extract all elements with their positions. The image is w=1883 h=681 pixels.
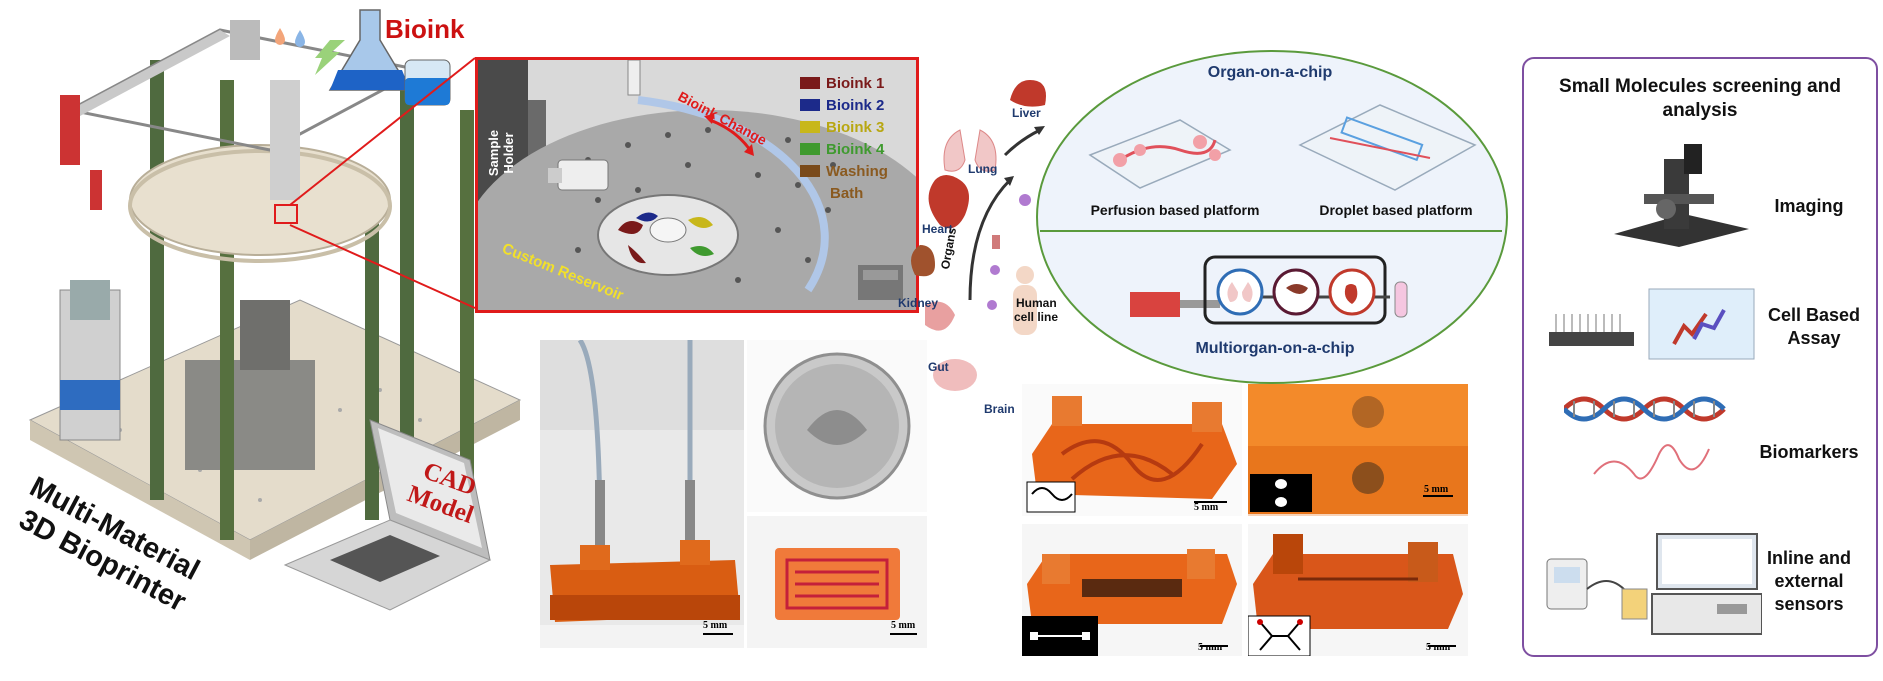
organ-label-brain: Brain	[984, 402, 1015, 416]
multiorgan-illustration	[1130, 255, 1408, 325]
legend-label: Bioink 4	[826, 140, 885, 158]
photo-chip-top-view: 5 mm	[747, 516, 927, 648]
chip-tubes-illustration	[540, 340, 744, 648]
chip-top-view-illustration	[775, 548, 917, 635]
photo-coin	[747, 340, 927, 512]
sample-holder-line2: Holder	[501, 132, 516, 174]
reservoir-zoom-panel: Sample Holder Bioink Change Custom Reser…	[475, 57, 919, 313]
bioprinter-illustration	[28, 9, 522, 611]
sample-holder-line1: Sample	[486, 129, 501, 177]
biomarkers-label: Biomarkers	[1759, 442, 1859, 462]
photo-chip-with-tubes: 5 mm	[540, 340, 744, 648]
scale-bar-label: 5 mm	[891, 620, 916, 631]
photo-serpentine-chip: 5 mm	[1022, 384, 1242, 516]
legend-swatch	[800, 77, 820, 89]
legend-label: Washing	[826, 162, 888, 180]
cell-assay-icon	[1549, 288, 1755, 360]
cell-assay-line1: Cell Based	[1767, 305, 1861, 325]
sample-holder-label: Sample Holder	[486, 128, 516, 178]
organ-label-liver: Liver	[1012, 106, 1041, 120]
organ-label-kidney: Kidney	[898, 296, 939, 310]
x-chip-illustration	[1248, 534, 1463, 656]
sensors-line1: Inline and	[1766, 548, 1851, 568]
platform-illustrations	[1088, 104, 1477, 191]
sensors-label: Inline and external sensors	[1749, 547, 1869, 616]
cell-assay-label: Cell Based Assay	[1759, 304, 1869, 350]
microscope-icon	[1614, 144, 1749, 247]
human-cell-line-line1: Human	[1016, 296, 1057, 310]
sensors-line3: sensors	[1774, 594, 1844, 614]
multiorgan-title: Multiorgan-on-a-chip	[1195, 340, 1355, 357]
scale-bar-label: 5 mm	[1424, 484, 1449, 495]
photo-channel-chip: 5 mm	[1022, 524, 1242, 656]
droplet-chip-illustration	[1248, 384, 1468, 514]
scale-bar-label: 5 mm	[703, 620, 728, 631]
legend-swatch	[800, 121, 820, 133]
cell-assay-line2: Assay	[1787, 328, 1841, 348]
scale-bar-label: 5 mm	[1194, 502, 1219, 513]
legend-item-bioink-3: Bioink 3	[800, 116, 915, 138]
screening-panel-title: Small Molecules screening and analysis	[1524, 75, 1876, 123]
organs-illustration	[911, 80, 1046, 391]
bioink-legend: Bioink 1 Bioink 2 Bioink 3 Bioink 4 Wash…	[800, 72, 915, 204]
legend-item-bioink-4: Bioink 4	[800, 138, 915, 160]
organ-on-chip-divider	[1040, 230, 1502, 232]
imaging-label: Imaging	[1774, 196, 1844, 216]
scale-bar-label: 5 mm	[1426, 642, 1451, 653]
screening-panel: Small Molecules screening and analysis I…	[1522, 57, 1878, 657]
legend-swatch	[800, 143, 820, 155]
channel-chip-illustration	[1022, 549, 1237, 656]
legend-label: Bioink 3	[826, 118, 885, 136]
reservoir-illustration	[478, 60, 916, 310]
screening-panel-title-line2: analysis	[1662, 100, 1738, 121]
scale-bar-label: 5 mm	[1198, 642, 1223, 653]
bioink-label: Bioink	[385, 14, 465, 44]
human-cell-line-line2: cell line	[1014, 310, 1059, 324]
organ-label-lung: Lung	[968, 162, 998, 176]
photo-droplet-chip: 5 mm	[1248, 384, 1468, 516]
legend-label: Bioink 1	[826, 74, 885, 92]
legend-item-bioink-2: Bioink 2	[800, 94, 915, 116]
legend-swatch	[800, 99, 820, 111]
legend-swatch	[800, 165, 820, 177]
legend-item-bath: Bath	[800, 182, 915, 204]
dna-biomarker-icon	[1564, 396, 1726, 480]
perfusion-platform-label: Perfusion based platform	[1090, 202, 1260, 218]
coin-illustration	[763, 352, 911, 500]
organ-label-gut: Gut	[928, 360, 949, 374]
legend-item-washing: Washing	[800, 160, 915, 182]
droplet-platform-label: Droplet based platform	[1319, 202, 1473, 218]
sensors-line2: external	[1774, 571, 1844, 591]
legend-label: Bath	[830, 184, 864, 202]
photo-x-chip: 5 mm	[1248, 524, 1468, 656]
screening-panel-title-line1: Small Molecules screening and	[1559, 76, 1841, 97]
human-cell-line-label: Human cell line	[1014, 296, 1058, 324]
organ-on-chip-ellipse	[1036, 50, 1508, 384]
legend-label: Bioink 2	[826, 96, 885, 114]
legend-item-bioink-1: Bioink 1	[800, 72, 915, 94]
sensors-icon	[1546, 533, 1762, 635]
organ-on-chip-title: Organ-on-a-chip	[1207, 64, 1333, 81]
organ-label-heart: Heart	[922, 222, 953, 236]
serpentine-chip-illustration	[1026, 396, 1237, 513]
